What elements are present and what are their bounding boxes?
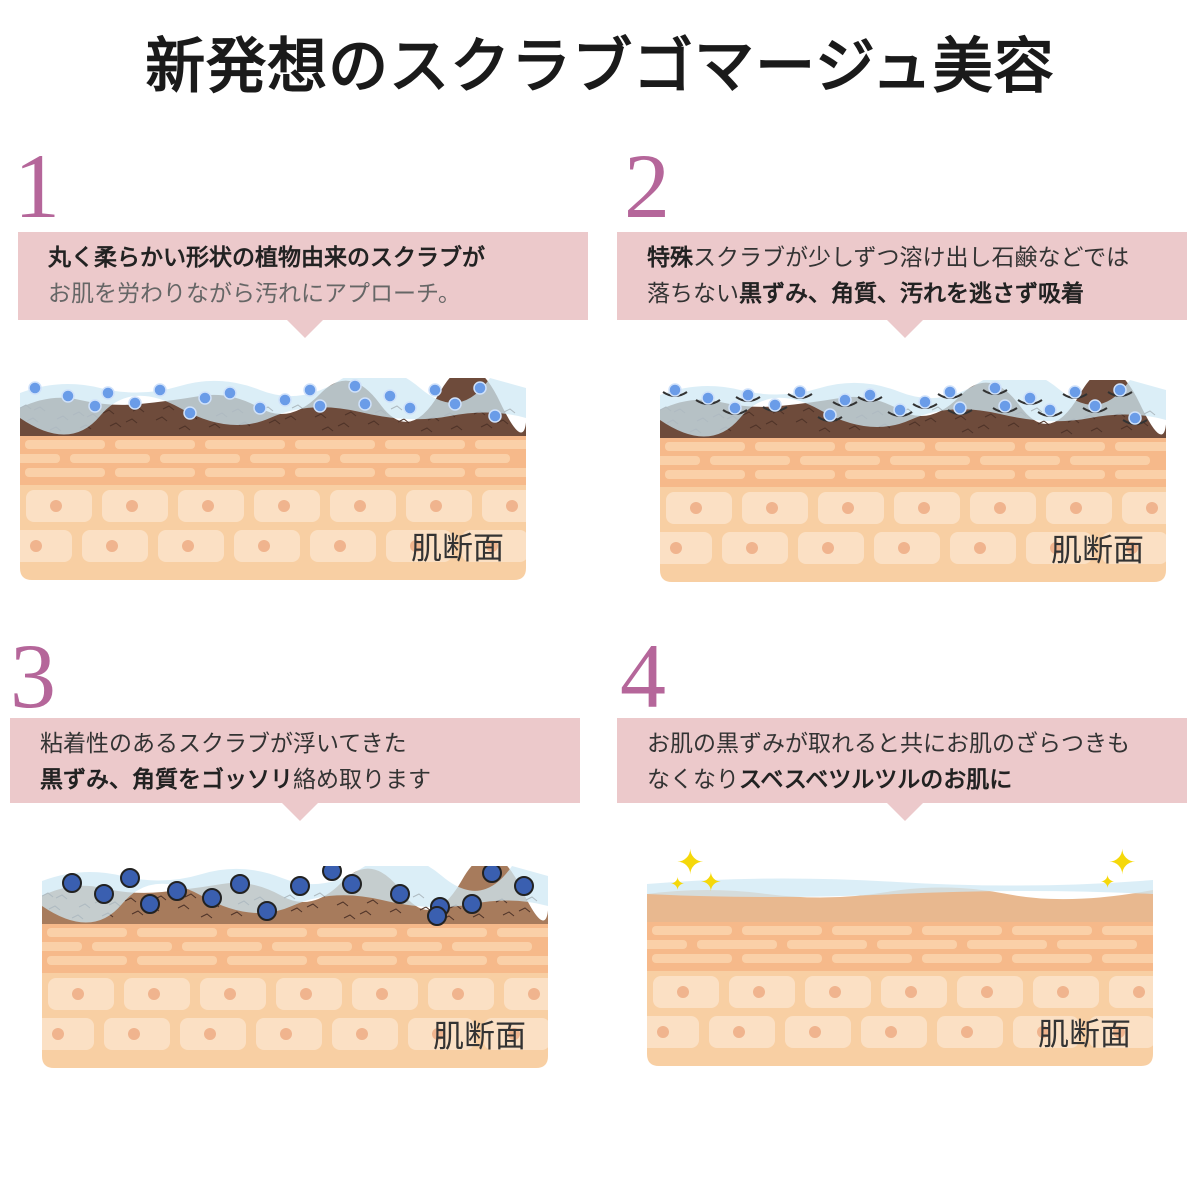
sparkle-icon: ✦ <box>1108 843 1137 883</box>
callout-text: スクラブが少しずつ溶け出し石鹸などでは <box>693 245 1130 271</box>
callout-text-bold: 黒ずみ、角質、汚れを逃さず吸着 <box>739 281 1084 307</box>
skin-cross-section-graphic <box>647 878 1153 1066</box>
skin-section-label: 肌断面 <box>1038 1017 1131 1053</box>
callout-text: 落ちない <box>647 281 739 307</box>
skin-section-label: 肌断面 <box>1051 533 1144 569</box>
callout-pointer <box>282 803 318 821</box>
callout-text-bold: 丸く柔らかい形状の植物由来のスクラブが <box>48 245 485 271</box>
skin-cross-section-graphic <box>660 380 1166 582</box>
skin-illustration: 肌断面 <box>42 866 548 1068</box>
page-title: 新発想のスクラブゴマージュ美容 <box>145 32 1055 102</box>
callout-pointer <box>887 320 923 338</box>
skin-cross-section-graphic <box>42 866 548 1068</box>
step-callout: 丸く柔らかい形状の植物由来のスクラブがお肌を労わりながら汚れにアプローチ。 <box>18 232 588 320</box>
skin-section-label: 肌断面 <box>433 1019 526 1055</box>
callout-text: 絡め取ります <box>293 767 431 793</box>
skin-illustration: 肌断面 <box>20 378 526 580</box>
callout-line: 特殊スクラブが少しずつ溶け出し石鹸などでは <box>647 240 1157 276</box>
step-callout: お肌の黒ずみが取れると共にお肌のざらつきもなくなりスベスベツルツルのお肌に <box>617 718 1187 803</box>
callout-text-bold: 特殊 <box>647 245 693 271</box>
callout-text: なくなり <box>647 767 739 793</box>
callout-text: 粘着性のあるスクラブが浮いてきた <box>40 731 407 757</box>
step-number: 1 <box>14 135 60 237</box>
callout-line: 丸く柔らかい形状の植物由来のスクラブが <box>48 240 558 276</box>
callout-text: お肌の黒ずみが取れると共にお肌のざらつきも <box>647 731 1130 757</box>
callout-line: 黒ずみ、角質をゴッソリ絡め取ります <box>40 762 550 798</box>
callout-text-bold: スベスベツルツルのお肌に <box>739 767 1013 793</box>
sparkle-icon: ✦ <box>700 868 722 898</box>
step-callout: 特殊スクラブが少しずつ溶け出し石鹸などでは落ちない黒ずみ、角質、汚れを逃さず吸着 <box>617 232 1187 320</box>
skin-illustration: 肌断面 <box>647 864 1153 1066</box>
callout-line: 落ちない黒ずみ、角質、汚れを逃さず吸着 <box>647 276 1157 312</box>
sparkle-icon: ✦ <box>1100 872 1116 893</box>
skin-section-label: 肌断面 <box>411 531 504 567</box>
skin-cross-section-graphic <box>20 378 526 580</box>
sparkle-icon: ✦ <box>676 843 705 883</box>
step-number: 4 <box>620 625 666 727</box>
callout-line: お肌の黒ずみが取れると共にお肌のざらつきも <box>647 726 1157 762</box>
callout-line: お肌を労わりながら汚れにアプローチ。 <box>48 276 558 312</box>
callout-text-bold: 黒ずみ、角質をゴッソリ <box>40 767 293 793</box>
skin-illustration: 肌断面 <box>660 380 1166 582</box>
callout-pointer <box>887 803 923 821</box>
callout-line: なくなりスベスベツルツルのお肌に <box>647 762 1157 798</box>
callout-text: お肌を労わりながら汚れにアプローチ。 <box>48 281 461 307</box>
step-number: 3 <box>10 625 56 727</box>
step-number: 2 <box>624 135 670 237</box>
step-callout: 粘着性のあるスクラブが浮いてきた黒ずみ、角質をゴッソリ絡め取ります <box>10 718 580 803</box>
callout-pointer <box>287 320 323 338</box>
callout-line: 粘着性のあるスクラブが浮いてきた <box>40 726 550 762</box>
sparkle-icon: ✦ <box>670 874 686 895</box>
